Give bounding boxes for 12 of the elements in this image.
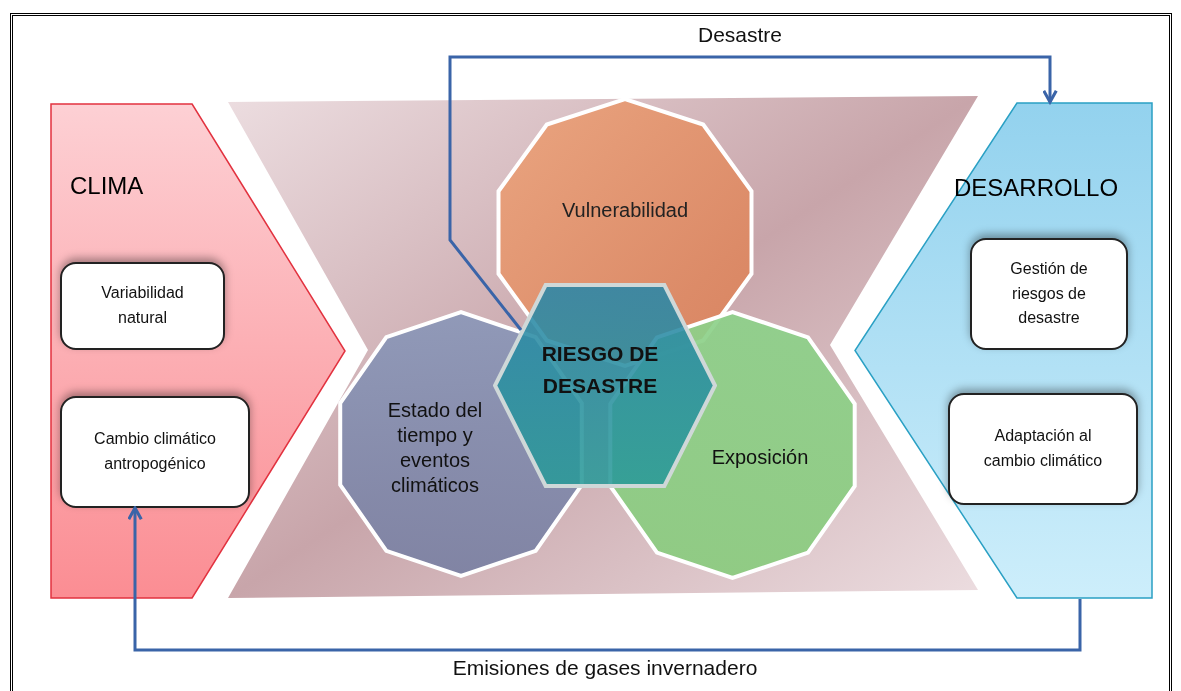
connector-arrow — [448, 55, 1058, 331]
text-box: Variabilidad natural — [60, 262, 225, 350]
shape-label: Vulnerabilidad — [561, 198, 689, 223]
text-box: Adaptación al cambio climático — [948, 393, 1138, 505]
connector-arrow — [127, 506, 1082, 652]
text-box: Gestión de riesgos de desastre — [970, 238, 1128, 350]
text-box: Cambio climático antropogénico — [60, 396, 250, 508]
shape-label: Estado del tiempo y eventos climáticos — [386, 398, 484, 498]
shape-label: Exposición — [710, 445, 810, 470]
panel-heading: CLIMA — [70, 171, 145, 201]
shape-label: RIESGO DE DESASTRE — [540, 341, 660, 399]
panel-heading: DESARROLLO — [954, 173, 1120, 203]
